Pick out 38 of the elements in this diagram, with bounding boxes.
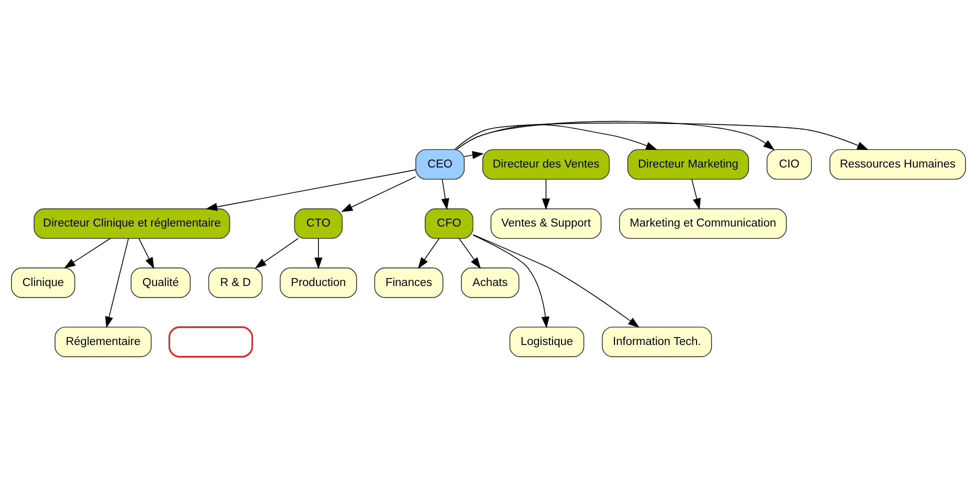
- node-box: Achats: [460, 267, 520, 298]
- arrow: [456, 124, 658, 150]
- node-box: Directeur Clinique et réglementaire: [34, 208, 230, 238]
- arrow: [254, 238, 299, 268]
- node-box: CFO: [424, 208, 474, 238]
- node-box: Ressources Humaines: [830, 148, 966, 180]
- node-box: Clinique: [11, 267, 76, 298]
- node-box: R & D: [208, 267, 263, 298]
- arrow: [441, 178, 450, 210]
- arrow: [691, 178, 701, 210]
- node-box: Qualité: [130, 267, 191, 298]
- node-box: [168, 326, 254, 358]
- arrow: [105, 238, 129, 328]
- arrow: [542, 178, 550, 210]
- node-box: CEO: [415, 148, 465, 180]
- node-box: Marketing et Communication: [619, 208, 787, 238]
- arrow: [138, 238, 154, 268]
- arrow: [341, 176, 416, 212]
- node-box: Finances: [374, 267, 444, 298]
- arrow: [456, 120, 775, 150]
- arrow: [314, 238, 322, 269]
- arrow: [458, 238, 481, 268]
- arrow: [472, 234, 550, 328]
- node-box: CIO: [766, 148, 812, 180]
- arrow: [472, 234, 640, 328]
- node-box: CTO: [294, 208, 343, 238]
- node-box: Production: [280, 267, 358, 298]
- arrow: [464, 150, 484, 159]
- node-box: Directeur Marketing: [627, 148, 749, 180]
- node-box: Logistique: [509, 326, 584, 357]
- node-box: Réglementaire: [54, 326, 152, 357]
- node-box: Directeur des Ventes: [482, 148, 610, 180]
- node-box: Ventes & Support: [490, 208, 602, 238]
- node-box: Information Tech.: [602, 326, 712, 357]
- arrow: [64, 238, 111, 268]
- arrow: [418, 238, 440, 268]
- arrow: [454, 122, 869, 150]
- arrow: [206, 168, 416, 210]
